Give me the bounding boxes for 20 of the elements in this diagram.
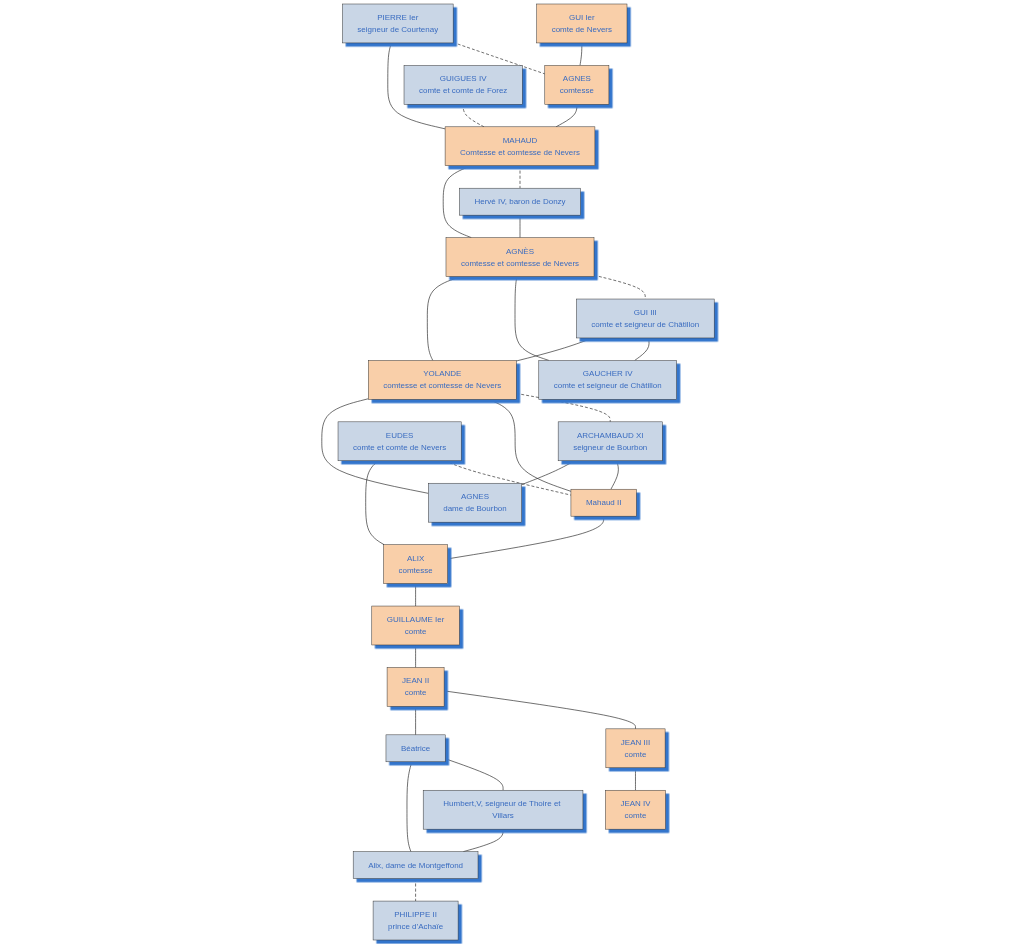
connector [321,398,429,494]
connector [447,515,604,560]
connector [442,165,472,238]
connector [444,758,504,791]
connector [406,761,413,852]
connector [610,460,619,490]
connector [519,165,521,189]
connector [415,583,416,607]
connector [521,460,576,485]
connector [365,460,385,545]
connector [516,337,594,362]
connector [488,399,572,492]
connector [415,878,416,902]
connector [635,767,636,791]
connector [415,706,416,736]
connector [387,42,446,130]
connector [579,42,583,66]
connector [452,42,546,75]
connector [443,690,636,730]
connector [634,337,650,361]
